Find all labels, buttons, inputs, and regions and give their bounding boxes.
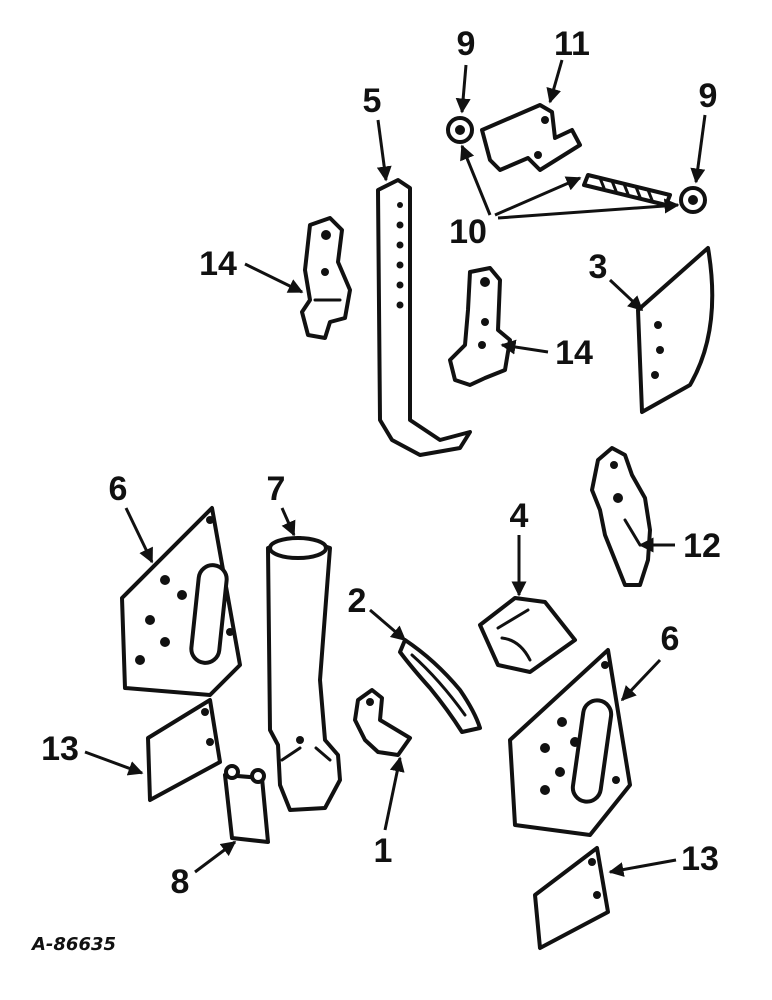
part-9-nut-left: [446, 116, 474, 144]
label-5: 5: [363, 82, 382, 120]
part-11-u-bracket: [480, 103, 582, 172]
part-12-cam-plate: [590, 446, 652, 587]
label-8: 8: [171, 863, 190, 901]
label-13-left: 13: [41, 730, 79, 768]
part-6-plate-right: [508, 648, 632, 837]
leader-6-right: [620, 658, 662, 702]
label-9-left: 9: [457, 25, 476, 63]
label-7: 7: [267, 470, 286, 508]
leader-2: [369, 608, 407, 642]
part-3-shovel: [636, 246, 715, 414]
label-6-right: 6: [661, 620, 680, 658]
part-14-clamp-right: [448, 266, 512, 387]
leader-9-right: [690, 114, 707, 184]
leader-10-c: [497, 198, 680, 220]
part-2-curved-bar: [398, 638, 482, 734]
leader-5: [376, 119, 392, 182]
part-13-plate-right: [533, 846, 610, 950]
label-14-left: 14: [199, 245, 237, 283]
leader-10-b: [494, 176, 582, 217]
leader-8: [194, 840, 237, 874]
label-6-left: 6: [109, 470, 128, 508]
leader-1: [383, 756, 405, 831]
label-1: 1: [374, 832, 393, 870]
leader-arrows: [84, 59, 707, 877]
part-8-clip: [223, 764, 270, 844]
callout-labels: 9 11 9 5 10 14 3 14 6 7 4 12 2 6 13 1 13…: [41, 25, 721, 901]
leader-13-left: [84, 750, 144, 776]
leader-11: [546, 59, 564, 104]
part-4-shield: [478, 596, 577, 674]
leader-10-a: [460, 144, 492, 216]
label-10: 10: [449, 213, 487, 251]
leader-6-left: [124, 507, 154, 564]
part-1-latch: [353, 688, 412, 757]
part-14-clamp-left: [300, 216, 352, 340]
part-7-tube: [266, 536, 342, 812]
leader-13-right: [608, 858, 677, 877]
label-12: 12: [683, 527, 721, 565]
part-10-bolt: [582, 173, 672, 207]
label-2: 2: [348, 582, 367, 620]
leader-9-left: [455, 64, 471, 114]
label-14-right: 14: [555, 334, 593, 372]
label-4: 4: [510, 497, 529, 535]
leader-7: [280, 507, 296, 537]
leader-3: [608, 278, 644, 312]
part-5-shank: [376, 178, 472, 457]
part-13-plate-left: [146, 698, 222, 802]
leader-14-right: [500, 339, 549, 355]
part-9-nut-right: [679, 186, 707, 214]
label-11: 11: [554, 25, 590, 63]
part-6-plate-left: [120, 506, 242, 697]
label-13-right: 13: [681, 840, 719, 878]
label-9-right: 9: [699, 77, 718, 115]
label-3: 3: [589, 248, 608, 286]
leader-14-left: [244, 262, 304, 294]
drawing-code: A-86635: [30, 934, 116, 955]
